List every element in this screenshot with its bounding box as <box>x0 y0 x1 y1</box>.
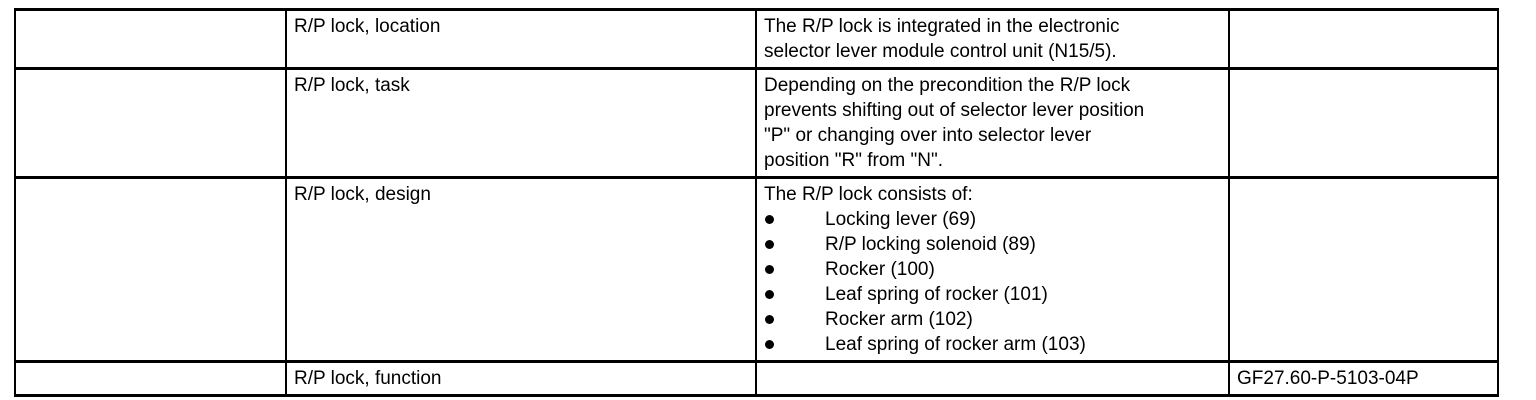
doc-number-cell <box>1228 176 1499 363</box>
bullet-icon <box>765 290 774 299</box>
bullet-icon <box>765 315 774 324</box>
bullet-label: R/P locking solenoid (89) <box>825 234 1036 255</box>
table-row-location: R/P lock, location The R/P lock is integ… <box>14 8 1499 70</box>
table-row-function: R/P lock, function GF27.60-P-5103-04P <box>14 360 1499 397</box>
description-intro: The R/P lock consists of: <box>764 184 973 205</box>
topic-label: R/P lock, function <box>294 368 442 389</box>
empty-cell <box>14 8 287 70</box>
topic-label: R/P lock, task <box>294 75 410 96</box>
empty-cell <box>14 360 287 397</box>
bullet-icon <box>765 240 774 249</box>
description-line: selector lever module control unit (N15/… <box>764 41 1117 62</box>
rp-lock-spec-table: R/P lock, location The R/P lock is integ… <box>14 8 1499 397</box>
bullet-label: Rocker (100) <box>825 259 935 280</box>
bullet-item: Rocker arm (102) <box>764 307 1221 332</box>
table-row-task: R/P lock, task Depending on the precondi… <box>14 67 1499 179</box>
description-line: "P" or changing over into selector lever <box>764 125 1092 146</box>
bullet-label: Leaf spring of rocker (101) <box>825 284 1048 305</box>
topic-cell: R/P lock, location <box>285 8 757 70</box>
document-page: R/P lock, location The R/P lock is integ… <box>14 8 1499 397</box>
bullet-icon <box>765 215 774 224</box>
bullet-item: Leaf spring of rocker arm (103) <box>764 332 1221 357</box>
doc-number-cell <box>1228 67 1499 179</box>
description-line: Depending on the precondition the R/P lo… <box>764 75 1131 96</box>
topic-cell: R/P lock, task <box>285 67 757 179</box>
topic-cell: R/P lock, function <box>285 360 757 397</box>
bullet-item: Locking lever (69) <box>764 207 1221 232</box>
description-line: prevents shifting out of selector lever … <box>764 100 1145 121</box>
bullet-icon <box>765 340 774 349</box>
bullet-label: Rocker arm (102) <box>825 309 973 330</box>
empty-cell <box>14 67 287 179</box>
doc-number-cell: GF27.60-P-5103-04P <box>1228 360 1499 397</box>
description-line: The R/P lock is integrated in the electr… <box>764 16 1120 37</box>
bullet-label: Locking lever (69) <box>825 209 977 230</box>
topic-cell: R/P lock, design <box>285 176 757 363</box>
doc-number-cell <box>1228 8 1499 70</box>
bullet-icon <box>765 265 774 274</box>
bullet-item: Rocker (100) <box>764 257 1221 282</box>
doc-number: GF27.60-P-5103-04P <box>1237 368 1419 389</box>
bullet-label: Leaf spring of rocker arm (103) <box>825 334 1086 355</box>
description-cell: The R/P lock consists of: Locking lever … <box>755 176 1230 363</box>
description-cell: The R/P lock is integrated in the electr… <box>755 8 1230 70</box>
empty-cell <box>14 176 287 363</box>
table-row-design: R/P lock, design The R/P lock consists o… <box>14 176 1499 363</box>
topic-label: R/P lock, location <box>294 16 441 37</box>
bullet-item: Leaf spring of rocker (101) <box>764 282 1221 307</box>
description-cell: Depending on the precondition the R/P lo… <box>755 67 1230 179</box>
topic-label: R/P lock, design <box>294 184 431 205</box>
description-line: position "R" from "N". <box>764 150 944 171</box>
description-cell <box>755 360 1230 397</box>
bullet-item: R/P locking solenoid (89) <box>764 232 1221 257</box>
